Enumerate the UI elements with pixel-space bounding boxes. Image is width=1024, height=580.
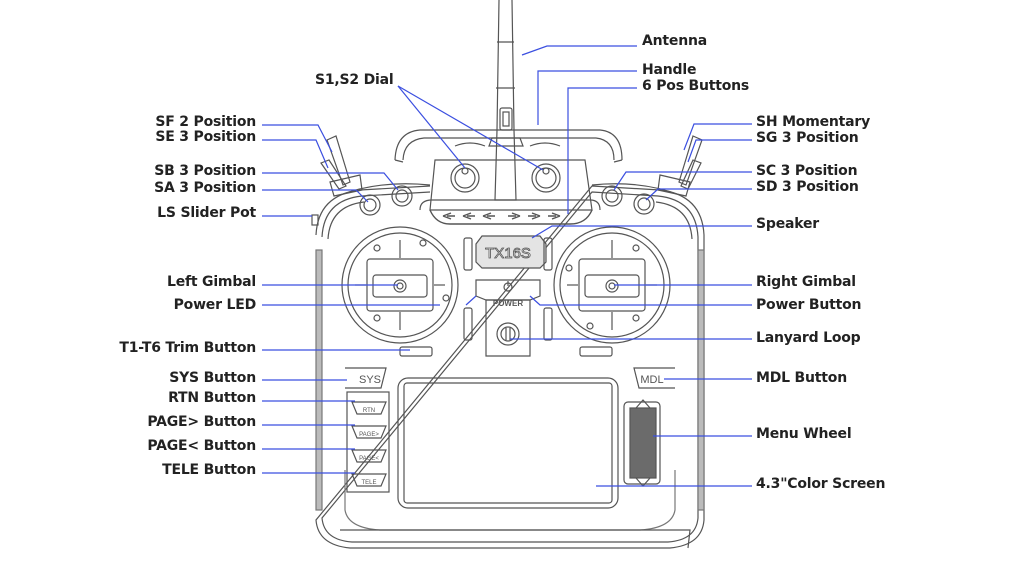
top-panel [419,159,601,211]
leader-lines [262,45,752,487]
label-antenna: Antenna [642,33,707,49]
label-left-gimbal: Left Gimbal [166,274,256,290]
label-sf: SF 2 Position [155,114,256,130]
leader-power-led-tip [465,295,477,306]
label-se: SE 3 Position [155,129,256,145]
page-next-text: PAGE> [359,432,379,438]
label-power-led: Power LED [173,297,257,313]
lanyard-loop [485,299,531,357]
trim-t4 [543,237,553,271]
leader-sg [687,139,752,163]
switch-sb [391,185,413,207]
label-sc: SC 3 Position [756,163,858,179]
page-next-button-shape [351,425,387,439]
label-sd: SD 3 Position [756,179,859,195]
label-rtn-button: RTN Button [168,390,256,406]
label-tele-button: TELE Button [162,462,256,478]
leader-antenna [521,45,637,56]
sys-button-shape [345,367,387,389]
switch-sf [326,135,351,186]
speaker-grille [475,235,547,269]
power-text: POWER [493,299,523,308]
leader-sf [262,124,333,153]
label-s1-s2-dial: S1,S2 Dial [315,72,394,88]
tele-text: TELE [361,480,376,486]
leader-sh [683,123,752,151]
trim-t2 [579,346,613,357]
trim-t1 [399,346,433,357]
label-right-gimbal: Right Gimbal [756,274,856,290]
leader-se [262,139,329,169]
switch-se [320,159,347,190]
button-column [346,391,390,493]
leader-handle [537,70,637,125]
antenna [488,0,524,201]
rtn-button-shape [351,401,387,415]
sys-text: SYS [359,374,381,386]
trim-t3 [463,237,473,271]
s2-dial [531,163,561,193]
label-mdl-button: MDL Button [756,370,847,386]
label-six-pos-buttons: 6 Pos Buttons [642,78,750,94]
label-trim-buttons: T1-T6 Trim Button [119,340,256,356]
label-page-prev-button: PAGE< Button [147,438,256,454]
mdl-text: MDL [640,374,663,386]
rtn-text: RTN [363,408,375,414]
trim-t6 [543,307,553,341]
handle [394,129,623,163]
s1-dial [450,163,480,193]
ls-slider [311,214,319,226]
label-sg: SG 3 Position [756,130,859,146]
label-sys-button: SYS Button [169,370,256,386]
menu-wheel [623,399,661,487]
leader-sb [262,172,399,191]
label-power-button: Power Button [756,297,862,313]
leader-six-pos [567,87,637,214]
label-sb: SB 3 Position [154,163,256,179]
label-menu-wheel: Menu Wheel [756,426,852,442]
leader-s2 [397,85,544,171]
tele-button-shape [351,473,387,487]
leader-speaker [531,225,752,239]
trim-t5 [463,307,473,341]
label-speaker: Speaker [756,216,819,232]
switch-sa [359,194,381,216]
label-lanyard-loop: Lanyard Loop [756,330,861,346]
switch-sd [633,193,655,215]
label-sh: SH Momentary [756,114,871,130]
page-prev-button-shape [351,449,387,463]
right-grip [697,249,705,511]
leader-power-button [529,295,752,306]
six-pos-buttons [429,209,593,225]
color-screen [397,377,619,509]
label-handle: Handle [642,62,697,78]
label-color-screen: 4.3"Color Screen [756,476,886,492]
switch-sh [678,135,703,186]
switch-sc [601,185,623,207]
leader-sc [613,171,752,191]
label-sa: SA 3 Position [154,180,256,196]
model-badge-text: TX16S [485,245,531,262]
leader-s1 [397,85,466,169]
page-prev-text: PAGE< [359,456,379,462]
leader-sd [645,188,752,201]
leader-sa [262,189,369,203]
mdl-button-shape [633,367,675,389]
label-ls-slider: LS Slider Pot [157,205,256,221]
label-page-next-button: PAGE> Button [147,414,256,430]
